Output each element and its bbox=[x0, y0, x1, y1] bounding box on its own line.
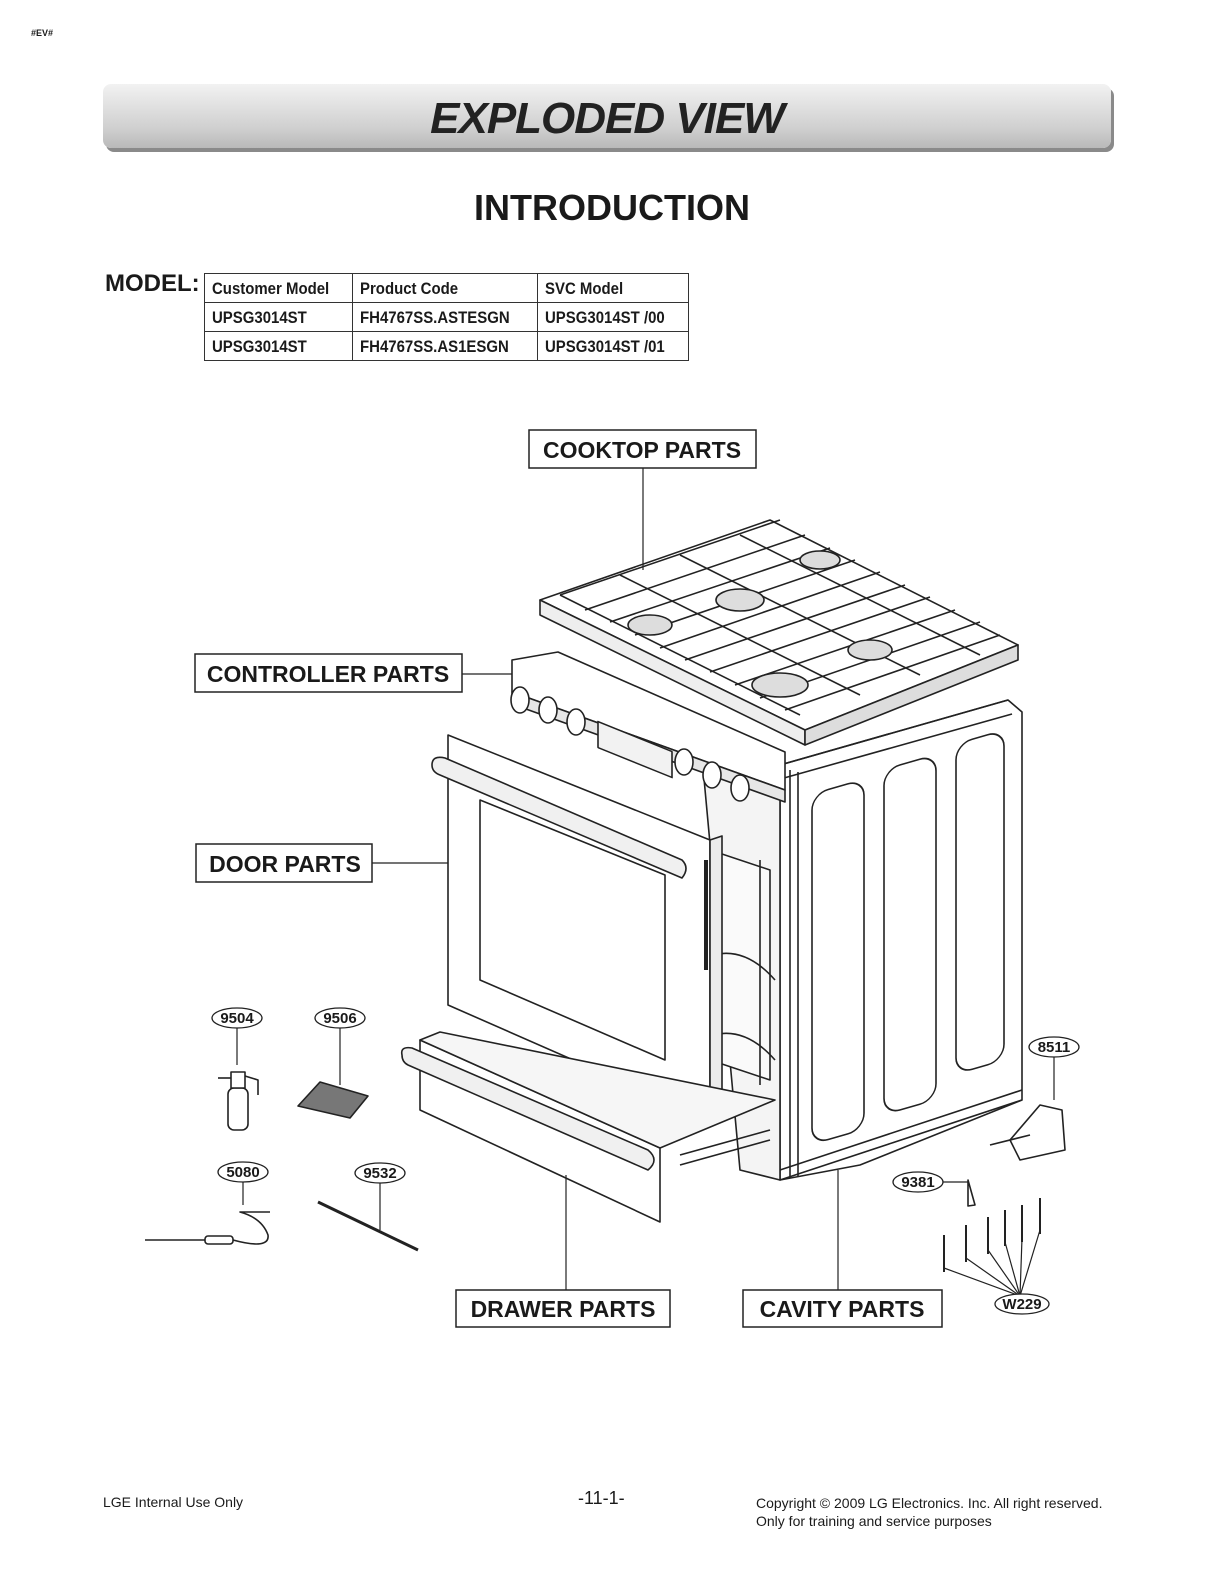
cleaning-pad-illustration bbox=[297, 1081, 369, 1119]
footer-copyright: Copyright © 2009 LG Electronics. Inc. Al… bbox=[756, 1494, 1102, 1530]
section-title: INTRODUCTION bbox=[474, 187, 750, 228]
drawer-illustration bbox=[400, 1031, 776, 1223]
table-header-cell: SVC Model bbox=[537, 273, 690, 303]
page-number: -11-1- bbox=[578, 1488, 625, 1508]
table-cell: UPSG3014ST /00 bbox=[537, 302, 690, 332]
leader-lines bbox=[236, 468, 1055, 1297]
bracket-illustration bbox=[989, 1104, 1066, 1161]
training-notice: Only for training and service purposes bbox=[756, 1513, 992, 1529]
part-callout-9532: 9532 bbox=[363, 1165, 396, 1182]
table-row: UPSG3014ST FH4767SS.ASTESGN UPSG3014ST /… bbox=[203, 302, 690, 332]
door-parts-label: DOOR PARTS bbox=[209, 851, 361, 877]
table-header-row: Customer Model Product Code SVC Model bbox=[203, 273, 690, 303]
meat-probe-illustration bbox=[145, 1211, 270, 1245]
copyright-line: Copyright © 2009 LG Electronics. Inc. Al… bbox=[756, 1495, 1103, 1511]
table-cell: FH4767SS.ASTESGN bbox=[352, 302, 539, 332]
table-header-cell: Product Code bbox=[352, 273, 539, 303]
footer-internal-use: LGE Internal Use Only bbox=[103, 1494, 244, 1510]
document-tag: #EV# bbox=[31, 28, 54, 38]
table-header-cell: Customer Model bbox=[203, 273, 354, 303]
model-label: MODEL: bbox=[105, 270, 200, 297]
cavity-body-illustration bbox=[699, 699, 1023, 1181]
part-callout-5080: 5080 bbox=[226, 1164, 259, 1181]
model-table: Customer Model Product Code SVC Model UP… bbox=[203, 273, 690, 361]
part-callout-9504: 9504 bbox=[220, 1010, 254, 1027]
part-callout-w229: W229 bbox=[1002, 1296, 1041, 1313]
screws-illustration bbox=[943, 1198, 1041, 1272]
table-cell: UPSG3014ST /01 bbox=[537, 331, 690, 361]
banner-title: EXPLODED VIEW bbox=[430, 94, 785, 143]
rod-illustration bbox=[317, 1200, 419, 1252]
spray-bottle-illustration bbox=[218, 1071, 259, 1131]
anchor-illustration bbox=[967, 1179, 976, 1207]
title-banner: EXPLODED VIEW bbox=[103, 84, 1111, 148]
door-illustration bbox=[431, 734, 723, 1121]
drawer-parts-label: DRAWER PARTS bbox=[471, 1296, 656, 1322]
table-cell: UPSG3014ST bbox=[203, 302, 354, 332]
table-cell: FH4767SS.AS1ESGN bbox=[352, 331, 539, 361]
cooktop-illustration bbox=[539, 519, 1019, 746]
part-callout-8511: 8511 bbox=[1038, 1039, 1071, 1056]
control-panel-illustration bbox=[510, 651, 786, 803]
cooktop-parts-label: COOKTOP PARTS bbox=[543, 437, 741, 463]
table-cell: UPSG3014ST bbox=[203, 331, 354, 361]
cavity-parts-label: CAVITY PARTS bbox=[760, 1296, 925, 1322]
part-callout-9381: 9381 bbox=[901, 1174, 934, 1191]
table-row: UPSG3014ST FH4767SS.AS1ESGN UPSG3014ST /… bbox=[203, 331, 690, 361]
controller-parts-label: CONTROLLER PARTS bbox=[207, 661, 449, 687]
part-callout-9506: 9506 bbox=[323, 1010, 356, 1027]
